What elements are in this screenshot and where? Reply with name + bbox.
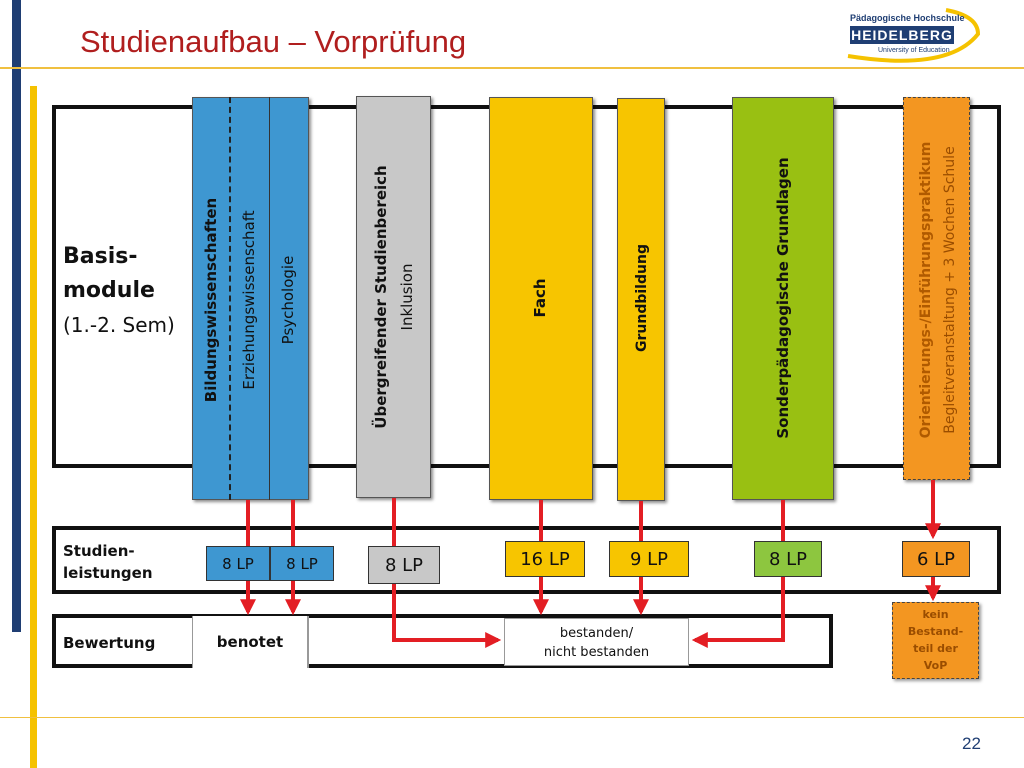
psychologie-label: Psychologie <box>279 255 298 345</box>
lp-box-erziehungswissenschaft: 8 LP <box>206 546 270 581</box>
sonderpaedagogik-label: Sonderpädagogische Grundlagen <box>774 157 793 439</box>
bestanden-line2: nicht bestanden <box>543 645 650 660</box>
lp-box-fach: 16 LP <box>505 541 585 577</box>
basis-module-label: Basis- module (1.-2. Sem) <box>63 240 175 342</box>
inklusion-label: Inklusion <box>398 263 417 331</box>
bewertung-label: Bewertung <box>63 634 156 652</box>
studienleistungen-label: Studien- leistungen <box>63 540 153 584</box>
kein-bestandteil-box: kein Bestand- teil der VoP <box>892 602 979 679</box>
bestanden-line1: bestanden/ <box>559 626 634 641</box>
column-fach <box>489 97 593 500</box>
lp-box-sonderpaedagogik: 8 LP <box>754 541 822 577</box>
bildungswissenschaften-label: Bildungswissenschaften <box>202 197 221 403</box>
page-number: 22 <box>962 734 981 753</box>
left-accent-bar <box>30 86 37 768</box>
lp-box-inklusion: 8 LP <box>368 546 440 584</box>
lp-box-psychologie: 8 LP <box>270 546 334 581</box>
benotet-box: benotet <box>192 616 309 668</box>
studienleistungen-frame <box>52 526 1001 594</box>
kein-line4: VoP <box>923 659 948 672</box>
basis-line1: Basis- <box>63 244 138 269</box>
benotet-label: benotet <box>216 633 284 651</box>
header-rule <box>0 67 1024 69</box>
dashed-divider <box>229 97 231 500</box>
begleitveranstaltung-label: Begleitveranstaltung + 3 Wochen Schule <box>941 146 958 434</box>
bestanden-box: bestanden/ nicht bestanden <box>504 618 689 666</box>
left-nav-bar <box>12 0 21 632</box>
logo-name: HEIDELBERG <box>850 26 954 44</box>
kein-line1: kein <box>922 608 949 621</box>
logo-line1: Pädagogische Hochschule <box>850 13 965 23</box>
orientierungspraktikum-label: Orientierungs-/Einführungspraktikum <box>917 141 934 439</box>
erziehungswissenschaft-label: Erziehungswissenschaft <box>240 210 259 390</box>
lp-box-orientierung: 6 LP <box>902 541 970 577</box>
logo-line3: University of Education <box>878 47 950 54</box>
grundbildung-label: Grundbildung <box>633 244 650 352</box>
logo-swoosh-icon <box>847 8 981 63</box>
basis-line3: (1.-2. Sem) <box>63 313 175 337</box>
studienleistungen-line2: leistungen <box>63 564 153 582</box>
basis-line2: module <box>63 278 155 303</box>
column-uebergreifend <box>356 96 431 498</box>
column-sonderpaedagogik <box>732 97 834 500</box>
column-bildungswissenschaften <box>192 97 309 500</box>
slide-title: Studienaufbau – Vorprüfung <box>80 24 467 59</box>
fach-label: Fach <box>531 278 550 318</box>
footer-rule <box>0 717 1024 718</box>
column-orientierungspraktikum <box>903 97 970 480</box>
solid-divider <box>269 97 270 500</box>
uebergreifend-label: Übergreifender Studienbereich <box>372 165 391 429</box>
kein-line3: teil der <box>913 642 958 655</box>
university-logo: Pädagogische Hochschule HEIDELBERG Unive… <box>828 6 993 66</box>
kein-line2: Bestand- <box>907 625 964 638</box>
bewertung-frame <box>52 614 833 668</box>
lp-box-grundbildung: 9 LP <box>609 541 689 577</box>
column-grundbildung <box>617 98 665 501</box>
studienleistungen-line1: Studien- <box>63 542 135 560</box>
